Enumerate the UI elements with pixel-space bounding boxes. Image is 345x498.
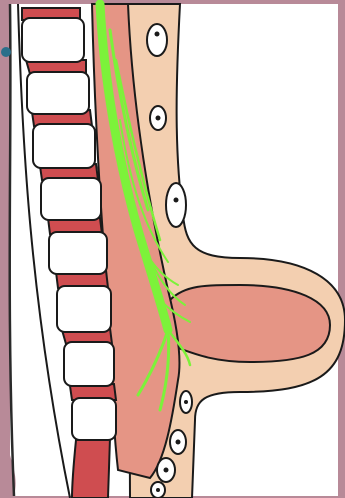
sac-protrusion [170,285,330,362]
corner-dot [1,47,11,57]
